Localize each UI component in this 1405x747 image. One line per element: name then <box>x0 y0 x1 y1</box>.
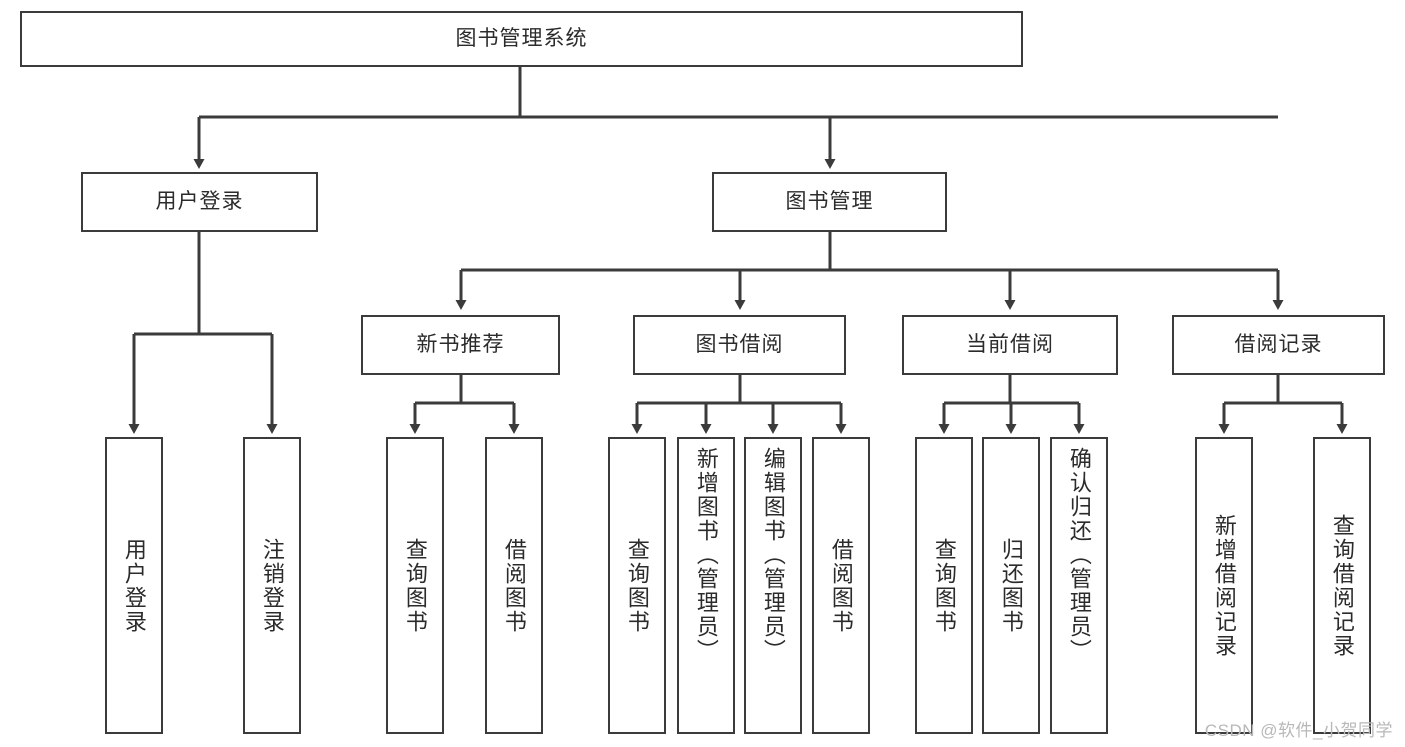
leaf-edit-book-label: 编辑图书（管理员） <box>760 447 786 663</box>
node-book-manage[interactable]: 图书管理 <box>712 172 947 232</box>
leaf-logout[interactable]: 注销登录 <box>243 437 301 734</box>
leaf-add-book-label: 新增图书（管理员） <box>693 447 719 663</box>
leaf-borrow-book-1[interactable]: 借阅图书 <box>485 437 543 734</box>
node-root-label: 图书管理系统 <box>455 27 588 51</box>
node-borrow-record-label: 借阅记录 <box>1234 333 1323 357</box>
leaf-query-record-label: 查询借阅记录 <box>1329 513 1355 658</box>
node-book-borrow[interactable]: 图书借阅 <box>633 315 846 375</box>
leaf-edit-book[interactable]: 编辑图书（管理员） <box>744 437 802 734</box>
leaf-logout-label: 注销登录 <box>259 537 285 634</box>
leaf-query-book-1-label: 查询图书 <box>402 537 428 634</box>
node-book-manage-label: 图书管理 <box>785 190 874 214</box>
node-borrow-record[interactable]: 借阅记录 <box>1172 315 1385 375</box>
leaf-query-book-2[interactable]: 查询图书 <box>608 437 666 734</box>
leaf-add-record-label: 新增借阅记录 <box>1211 513 1237 658</box>
leaf-confirm-return-label: 确认归还（管理员） <box>1066 447 1092 663</box>
node-user-login[interactable]: 用户登录 <box>81 172 318 232</box>
csdn-watermark: CSDN @软件_小贺同学 <box>1204 721 1393 740</box>
leaf-add-book[interactable]: 新增图书（管理员） <box>677 437 735 734</box>
node-user-login-label: 用户登录 <box>155 190 244 214</box>
leaf-query-record[interactable]: 查询借阅记录 <box>1313 437 1371 734</box>
node-book-borrow-label: 图书借阅 <box>695 333 784 357</box>
leaf-user-login[interactable]: 用户登录 <box>105 437 163 734</box>
node-root[interactable]: 图书管理系统 <box>20 11 1023 67</box>
leaf-borrow-book-2[interactable]: 借阅图书 <box>812 437 870 734</box>
leaf-return-book[interactable]: 归还图书 <box>982 437 1040 734</box>
leaf-query-book-1[interactable]: 查询图书 <box>386 437 444 734</box>
leaf-user-login-label: 用户登录 <box>121 537 147 634</box>
leaf-add-record[interactable]: 新增借阅记录 <box>1195 437 1253 734</box>
node-current-borrow-label: 当前借阅 <box>966 333 1054 357</box>
leaf-borrow-book-2-label: 借阅图书 <box>828 537 854 634</box>
node-new-book-rec[interactable]: 新书推荐 <box>361 315 560 375</box>
leaf-confirm-return[interactable]: 确认归还（管理员） <box>1050 437 1108 734</box>
node-current-borrow[interactable]: 当前借阅 <box>902 315 1118 375</box>
leaf-query-book-3[interactable]: 查询图书 <box>915 437 973 734</box>
leaf-query-book-3-label: 查询图书 <box>931 537 957 634</box>
leaf-return-book-label: 归还图书 <box>998 537 1024 634</box>
leaf-query-book-2-label: 查询图书 <box>624 537 650 634</box>
leaf-borrow-book-1-label: 借阅图书 <box>501 537 527 634</box>
node-new-book-rec-label: 新书推荐 <box>416 333 505 357</box>
